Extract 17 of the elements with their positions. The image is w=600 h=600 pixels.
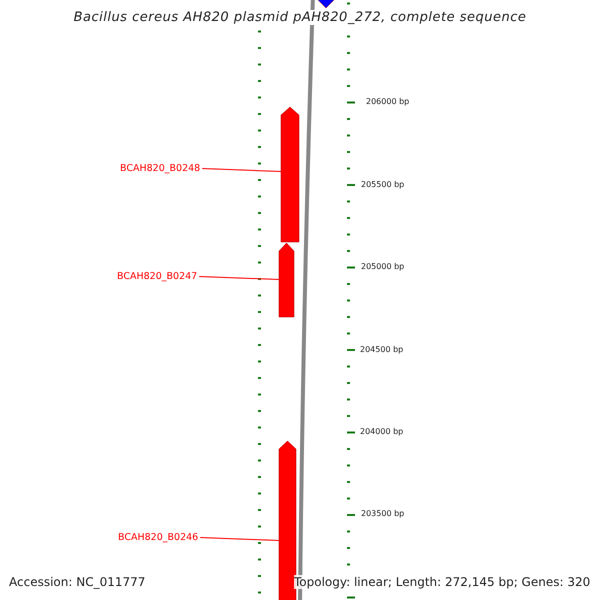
scale-label: 204000 bp <box>360 427 404 436</box>
leader-line <box>202 168 282 172</box>
accession-text: Accession: NC_011777 <box>9 575 146 589</box>
scale-label: 204500 bp <box>360 345 404 354</box>
scale-label: 206000 bp <box>366 97 410 106</box>
sequence-info-text: Topology: linear; Length: 272,145 bp; Genes: 320 <box>294 575 590 589</box>
diagram-title: Bacillus cereus AH820 plasmid pAH820_272, complete sequence <box>74 10 526 25</box>
scale-label: 205000 bp <box>361 262 404 271</box>
gene-arrow <box>318 0 334 8</box>
leader-line <box>198 276 280 280</box>
gene-arrow <box>278 242 294 318</box>
gene-label: BCAH820_B0247 <box>117 271 198 282</box>
scale-label: 203500 bp <box>361 509 404 518</box>
leader-line <box>200 537 280 541</box>
gene-label: BCAH820_B0248 <box>120 163 200 174</box>
scale-label: 205500 bp <box>361 180 404 189</box>
gene-label: BCAH820_B0246 <box>118 532 198 543</box>
